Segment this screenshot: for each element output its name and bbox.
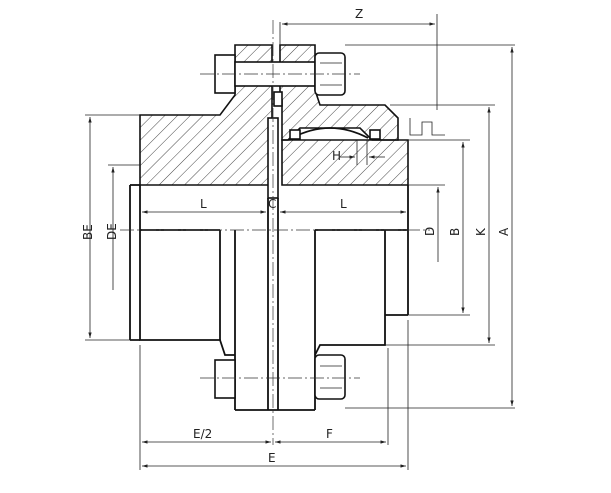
bottom-bolt-nut xyxy=(314,354,346,400)
label-l-right: L xyxy=(340,197,347,211)
bottom-bolt xyxy=(214,354,346,400)
label-b: B xyxy=(448,228,462,236)
label-be: BE xyxy=(81,224,95,240)
right-hub-outline xyxy=(314,230,386,356)
h-dim xyxy=(340,140,385,165)
label-k: K xyxy=(474,227,488,236)
label-e: E xyxy=(268,451,276,465)
label-h: H xyxy=(332,149,341,163)
label-c: C xyxy=(268,197,276,211)
label-de: DE xyxy=(105,223,119,240)
bottom-dims xyxy=(139,320,409,470)
label-f: F xyxy=(326,427,333,441)
seal-ring-left xyxy=(289,129,301,140)
spacer-plug xyxy=(273,91,283,107)
z-dimension xyxy=(279,14,445,136)
bottom-bolt-head xyxy=(214,359,236,399)
label-z: Z xyxy=(355,7,363,21)
extension-lines xyxy=(345,44,515,409)
label-l-left: L xyxy=(200,197,207,211)
label-e-half: E/2 xyxy=(193,427,212,441)
label-d: D xyxy=(423,227,437,236)
seal-ring-right xyxy=(369,129,381,140)
left-vertical-dims xyxy=(85,114,140,341)
right-hub-section xyxy=(281,139,409,186)
label-a: A xyxy=(497,227,511,236)
lower-outline xyxy=(129,184,409,411)
right-vertical-dims xyxy=(436,47,514,406)
dimension-labels: Z BE DE L C L H D B K A E/2 F E xyxy=(81,7,511,465)
gear-tooth-arc xyxy=(291,127,369,139)
center-lines xyxy=(120,20,430,445)
